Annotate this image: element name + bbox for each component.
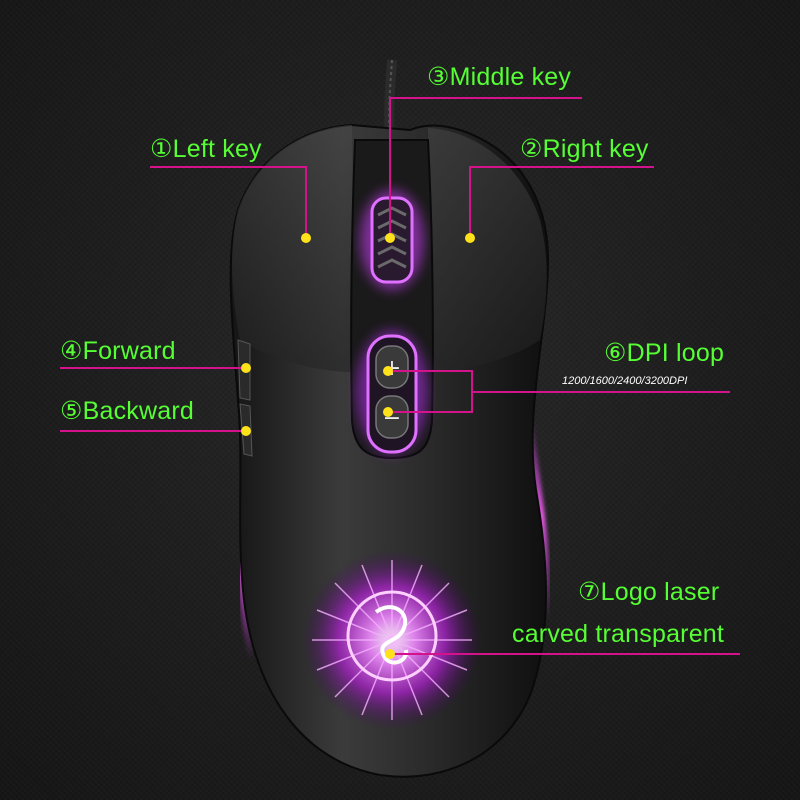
label-forward: ④Forward: [60, 337, 176, 365]
dpi-plus-button: [375, 345, 409, 389]
label-backward: ⑤Backward: [60, 397, 194, 425]
left-button-panel: [232, 125, 352, 372]
logo-glow: [302, 550, 482, 730]
label-left-key: ①Left key: [150, 135, 262, 163]
label-middle-key: ③Middle key: [427, 63, 572, 91]
backward-marker: [241, 426, 251, 436]
label-right-key: ②Right key: [520, 135, 649, 163]
forward-marker: [241, 363, 251, 373]
dpi-minus-marker: [383, 407, 393, 417]
right-key-marker: [465, 233, 475, 243]
label-logo-line2: carved transparent: [512, 620, 725, 648]
label-logo-line1: ⑦Logo laser: [578, 578, 720, 606]
label-dpi-loop: ⑥DPI loop: [604, 339, 725, 367]
right-button-panel: [428, 128, 547, 372]
dpi-minus-button: [375, 395, 409, 439]
middle-key-marker: [385, 233, 395, 243]
logo-marker: [385, 649, 395, 659]
left-key-marker: [301, 233, 311, 243]
dpi-plus-marker: [383, 366, 393, 376]
dragon-logo-icon: [374, 605, 409, 665]
label-dpi-values: 1200/1600/2400/3200DPI: [562, 375, 688, 387]
marker-dots: [241, 233, 475, 659]
leader-lines: [60, 97, 740, 655]
